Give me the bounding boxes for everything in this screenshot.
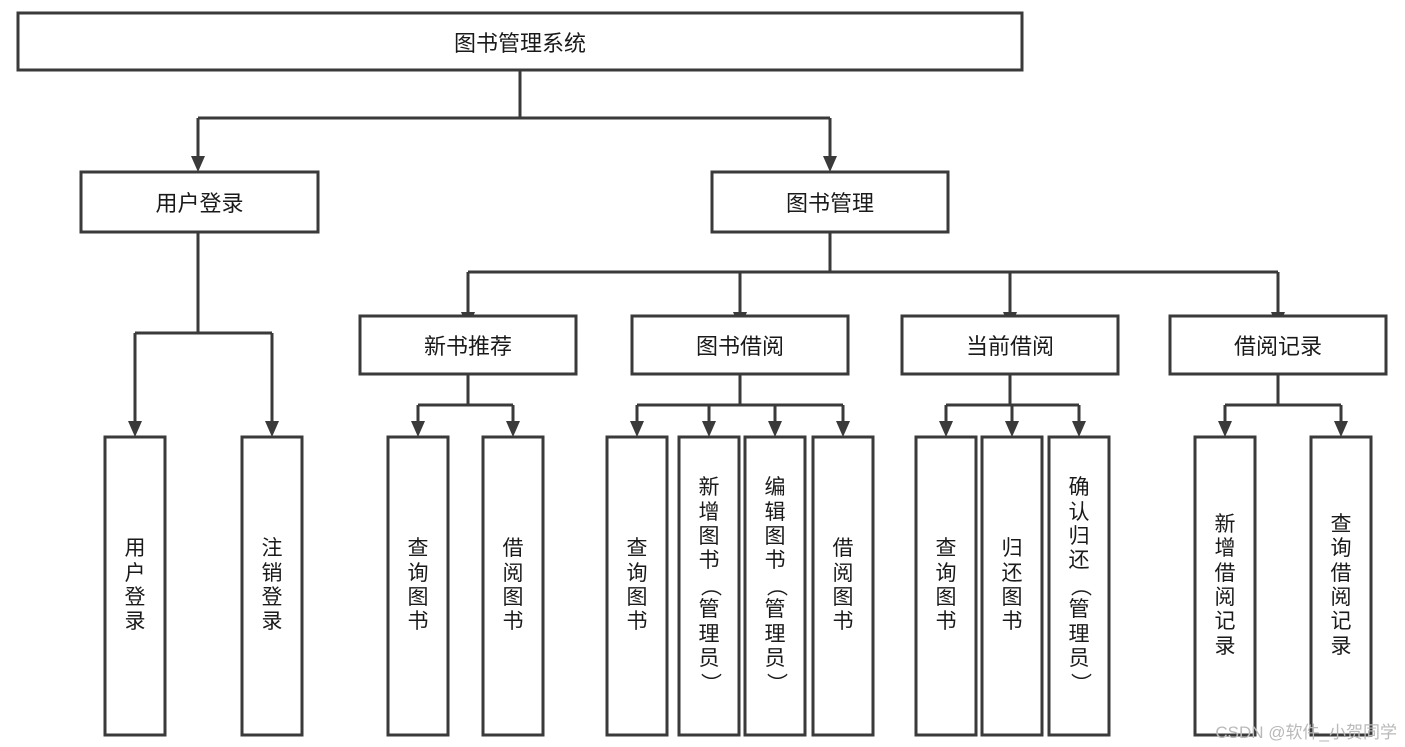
arrowhead-cb-leaf2 <box>1005 421 1019 437</box>
arrowhead-cb-leaf1 <box>939 421 953 437</box>
arrowhead-nb-leaf2 <box>506 421 520 437</box>
arrowhead-br-leaf2 <box>1334 421 1348 437</box>
arrowhead-bb-leaf4 <box>836 421 850 437</box>
leaf-new-book-1[interactable] <box>481 435 545 737</box>
node-book-management[interactable] <box>710 170 950 234</box>
arrowhead-bb-leaf3 <box>768 421 782 437</box>
leaf-new-book-0[interactable] <box>386 435 450 737</box>
arrowhead-cb-leaf3 <box>1072 421 1086 437</box>
leaf-borrow-record-0[interactable] <box>1193 435 1257 737</box>
arrowhead-user-login <box>191 156 205 172</box>
connectors-new-book-children <box>411 374 520 437</box>
arrowhead-br-leaf1 <box>1218 421 1232 437</box>
leaf-book-borrow-0[interactable] <box>605 435 669 737</box>
arrowhead-nb-leaf1 <box>411 421 425 437</box>
arrowhead-book-mgmt <box>823 156 837 172</box>
leaf-book-borrow-1[interactable] <box>677 435 741 737</box>
arrowhead-bb-leaf2 <box>702 421 716 437</box>
leaf-user-login-1[interactable] <box>240 435 304 737</box>
arrowhead-leaf-user-login <box>128 421 142 437</box>
node-borrow-record[interactable] <box>1168 314 1388 376</box>
node-root[interactable] <box>16 11 1024 72</box>
leaf-current-borrow-1[interactable] <box>980 435 1044 737</box>
connectors-borrow-record-children <box>1218 374 1348 437</box>
watermark-text: CSDN @软件_小贺同学 <box>1215 723 1397 742</box>
node-current-borrow[interactable] <box>900 314 1120 376</box>
leaf-borrow-record-1[interactable] <box>1309 435 1373 737</box>
connectors-current-borrow-children <box>939 374 1086 437</box>
connectors-root-level2 <box>191 70 837 172</box>
leaf-current-borrow-2[interactable] <box>1047 435 1111 737</box>
leaf-user-login-0[interactable] <box>103 435 167 737</box>
leaf-book-borrow-2[interactable] <box>743 435 807 737</box>
connectors-book-mgmt-children <box>461 232 1285 328</box>
arrowhead-bb-leaf1 <box>630 421 644 437</box>
connectors-user-login-children <box>128 232 279 437</box>
node-book-borrow[interactable] <box>630 314 850 376</box>
node-user-login[interactable] <box>79 170 320 234</box>
connectors-book-borrow-children <box>630 374 850 437</box>
node-new-book-recommend[interactable] <box>358 314 578 376</box>
arrowhead-leaf-logout <box>265 421 279 437</box>
leaf-book-borrow-3[interactable] <box>811 435 875 737</box>
leaf-current-borrow-0[interactable] <box>914 435 978 737</box>
